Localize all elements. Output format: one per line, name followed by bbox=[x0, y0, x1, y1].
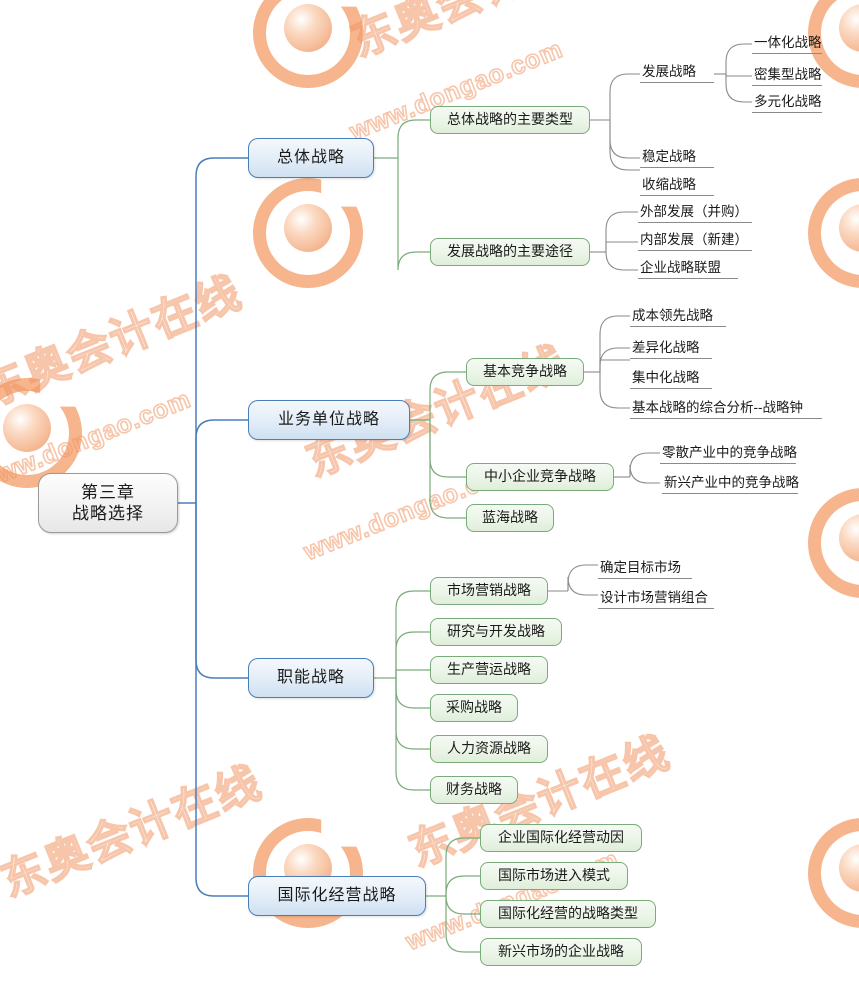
leaf-marketing-mix[interactable]: 设计市场营销组合 bbox=[598, 584, 714, 609]
leaf-label: 发展战略 bbox=[642, 64, 696, 80]
branch-node-overall[interactable]: 总体战略 bbox=[248, 138, 374, 178]
leaf-retrench-strategy[interactable]: 收缩战略 bbox=[640, 171, 714, 196]
node-label: 中小企业竞争战略 bbox=[484, 468, 596, 485]
node-label: 财务战略 bbox=[446, 781, 502, 798]
node-label: 市场营销战略 bbox=[447, 582, 531, 599]
leaf-strategy-clock[interactable]: 基本战略的综合分析--战略钟 bbox=[630, 394, 822, 419]
leaf-stable-strategy[interactable]: 稳定战略 bbox=[640, 143, 714, 168]
branch-node-international[interactable]: 国际化经营战略 bbox=[248, 876, 426, 916]
leaf-label: 稳定战略 bbox=[642, 149, 696, 165]
leaf-label: 零散产业中的竞争战略 bbox=[662, 445, 797, 461]
root-line-2: 战略选择 bbox=[72, 504, 144, 523]
leaf-diversification[interactable]: 多元化战略 bbox=[752, 88, 822, 113]
node-procurement[interactable]: 采购战略 bbox=[430, 694, 518, 722]
node-blue-ocean[interactable]: 蓝海战略 bbox=[466, 504, 554, 532]
leaf-internal-dev[interactable]: 内部发展（新建） bbox=[638, 226, 752, 251]
leaf-label: 基本战略的综合分析--战略钟 bbox=[632, 400, 803, 416]
root-line-1: 第三章 bbox=[81, 482, 135, 502]
leaf-label: 集中化战略 bbox=[632, 370, 700, 386]
node-label: 国际化经营的战略类型 bbox=[498, 905, 638, 922]
node-label: 采购战略 bbox=[446, 699, 502, 716]
node-hr[interactable]: 人力资源战略 bbox=[430, 735, 548, 763]
leaf-label: 外部发展（并购） bbox=[640, 204, 748, 220]
leaf-label: 成本领先战略 bbox=[632, 308, 713, 324]
node-basic-competition[interactable]: 基本竞争战略 bbox=[466, 358, 584, 386]
leaf-label: 一体化战略 bbox=[754, 35, 822, 51]
node-label: 新兴市场的企业战略 bbox=[498, 943, 624, 960]
leaf-label: 新兴产业中的竞争战略 bbox=[664, 475, 799, 491]
node-label: 基本竞争战略 bbox=[483, 363, 567, 380]
leaf-cost-leadership[interactable]: 成本领先战略 bbox=[630, 302, 726, 327]
node-production[interactable]: 生产营运战略 bbox=[430, 656, 548, 684]
leaf-external-dev[interactable]: 外部发展（并购） bbox=[638, 198, 752, 223]
node-overall-paths[interactable]: 发展战略的主要途径 bbox=[430, 238, 590, 266]
leaf-label: 收缩战略 bbox=[642, 177, 696, 193]
node-label: 蓝海战略 bbox=[482, 509, 538, 526]
node-intl-entry[interactable]: 国际市场进入模式 bbox=[480, 862, 628, 890]
node-finance[interactable]: 财务战略 bbox=[430, 776, 518, 804]
leaf-label: 设计市场营销组合 bbox=[600, 590, 708, 606]
node-emerging-market[interactable]: 新兴市场的企业战略 bbox=[480, 938, 642, 966]
node-label: 企业国际化经营动因 bbox=[498, 829, 624, 846]
branch-label: 职能战略 bbox=[276, 669, 345, 686]
leaf-fragmented-industry[interactable]: 零散产业中的竞争战略 bbox=[660, 439, 797, 464]
branch-node-functional[interactable]: 职能战略 bbox=[248, 658, 374, 698]
node-overall-types[interactable]: 总体战略的主要类型 bbox=[430, 106, 590, 134]
node-intl-motives[interactable]: 企业国际化经营动因 bbox=[480, 824, 642, 852]
leaf-dev-strategy[interactable]: 发展战略 bbox=[640, 58, 714, 83]
leaf-alliance[interactable]: 企业战略联盟 bbox=[638, 254, 738, 279]
leaf-label: 多元化战略 bbox=[754, 94, 822, 110]
leaf-intensive[interactable]: 密集型战略 bbox=[752, 61, 822, 86]
node-rnd[interactable]: 研究与开发战略 bbox=[430, 618, 562, 646]
node-sme-competition[interactable]: 中小企业竞争战略 bbox=[466, 463, 614, 491]
node-marketing[interactable]: 市场营销战略 bbox=[430, 577, 548, 605]
node-label: 人力资源战略 bbox=[447, 740, 531, 757]
node-label: 生产营运战略 bbox=[447, 661, 531, 678]
leaf-label: 密集型战略 bbox=[754, 67, 822, 83]
root-node[interactable]: 第三章 战略选择 bbox=[38, 473, 178, 533]
branch-label: 业务单位战略 bbox=[277, 411, 380, 428]
leaf-label: 差异化战略 bbox=[632, 340, 700, 356]
leaf-differentiation[interactable]: 差异化战略 bbox=[630, 334, 712, 359]
node-intl-types[interactable]: 国际化经营的战略类型 bbox=[480, 900, 656, 928]
node-label: 国际市场进入模式 bbox=[498, 867, 610, 884]
leaf-focus[interactable]: 集中化战略 bbox=[630, 364, 712, 389]
leaf-emerging-industry[interactable]: 新兴产业中的竞争战略 bbox=[662, 469, 799, 494]
leaf-label: 企业战略联盟 bbox=[640, 260, 721, 276]
leaf-label: 确定目标市场 bbox=[600, 560, 681, 576]
leaf-target-market[interactable]: 确定目标市场 bbox=[598, 554, 692, 579]
node-label: 总体战略的主要类型 bbox=[447, 111, 573, 128]
leaf-label: 内部发展（新建） bbox=[640, 232, 748, 248]
node-label: 发展战略的主要途径 bbox=[447, 243, 573, 260]
leaf-integration[interactable]: 一体化战略 bbox=[752, 29, 822, 54]
branch-label: 国际化经营战略 bbox=[277, 887, 397, 904]
branch-label: 总体战略 bbox=[276, 149, 345, 166]
node-label: 研究与开发战略 bbox=[447, 623, 545, 640]
branch-node-business-unit[interactable]: 业务单位战略 bbox=[248, 400, 410, 440]
